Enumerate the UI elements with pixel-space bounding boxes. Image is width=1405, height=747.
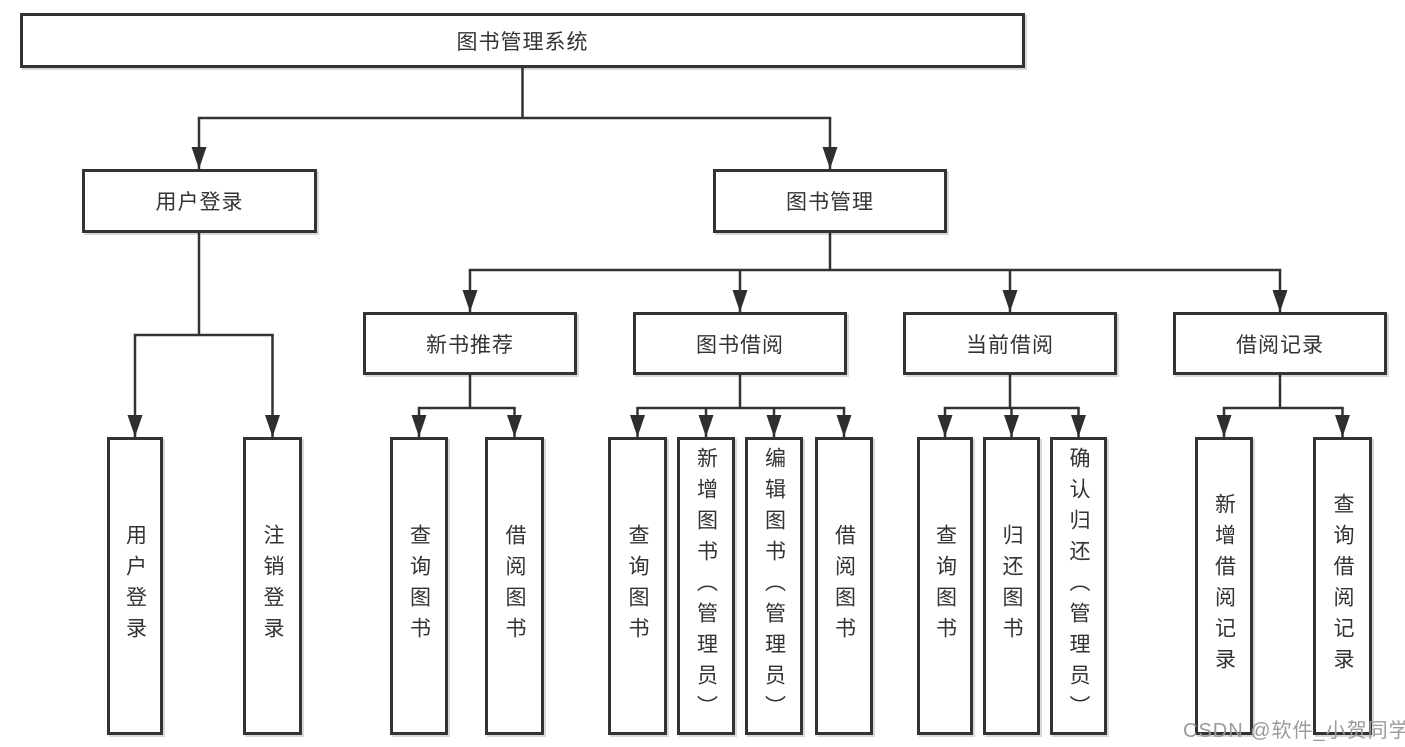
node-label: 确认归还（管理员） — [1067, 446, 1090, 726]
node-label: 注销登录 — [261, 524, 284, 648]
node-label: 新增借阅记录 — [1212, 493, 1236, 679]
node-new-book-recommendation: 新书推荐 — [363, 312, 577, 375]
leaf-logout: 注销登录 — [243, 437, 302, 735]
node-label: 借阅图书 — [832, 524, 856, 648]
node-label: 图书管理 — [786, 191, 874, 214]
node-library-management-system: 图书管理系统 — [20, 13, 1025, 68]
node-label: 查询图书 — [407, 524, 431, 648]
node-label: 借阅图书 — [503, 524, 526, 648]
node-label: 图书借阅 — [696, 333, 784, 357]
node-label: 用户登录 — [155, 191, 244, 214]
node-borrowing-records: 借阅记录 — [1173, 312, 1387, 375]
leaf-edit-books-admin: 编辑图书（管理员） — [745, 437, 803, 735]
leaf-user-login: 用户登录 — [107, 437, 163, 735]
leaf-add-books-admin: 新增图书（管理员） — [677, 437, 735, 735]
node-label: 查询借阅记录 — [1331, 493, 1354, 679]
node-label: 编辑图书（管理员） — [762, 446, 786, 726]
node-label: 查询图书 — [933, 524, 957, 648]
node-label: 借阅记录 — [1236, 333, 1324, 357]
node-label: 图书管理系统 — [456, 30, 589, 54]
node-book-borrowing: 图书借阅 — [633, 312, 847, 375]
node-label: 归还图书 — [1000, 524, 1023, 648]
node-current-borrowing: 当前借阅 — [903, 312, 1117, 375]
leaf-confirm-return-admin: 确认归还（管理员） — [1050, 437, 1107, 735]
csdn-watermark: CSDN @软件_小贺同学 — [1183, 720, 1405, 742]
leaf-borrow-books-1: 借阅图书 — [485, 437, 544, 735]
node-user-login: 用户登录 — [82, 169, 317, 233]
leaf-query-books-2: 查询图书 — [608, 437, 667, 735]
node-label: 用户登录 — [123, 524, 147, 648]
leaf-query-books-3: 查询图书 — [917, 437, 973, 735]
leaf-query-books-1: 查询图书 — [390, 437, 448, 735]
node-label: 查询图书 — [626, 524, 649, 648]
leaf-return-books: 归还图书 — [983, 437, 1040, 735]
node-book-management: 图书管理 — [713, 169, 947, 233]
node-label: 当前借阅 — [966, 333, 1054, 357]
leaf-add-borrow-record: 新增借阅记录 — [1195, 437, 1253, 735]
node-label: 新书推荐 — [426, 333, 514, 357]
node-label: 新增图书（管理员） — [694, 446, 718, 726]
leaf-borrow-books-2: 借阅图书 — [815, 437, 873, 735]
leaf-query-borrow-record: 查询借阅记录 — [1313, 437, 1372, 735]
